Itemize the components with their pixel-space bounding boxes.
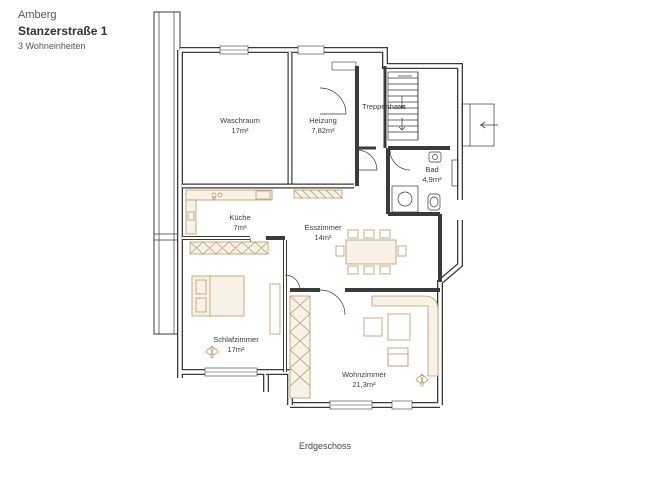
kitchen-counter: [185, 189, 343, 235]
room-area-esszimmer: 14m²: [314, 233, 332, 242]
room-name-kueche: Küche: [229, 213, 250, 222]
address-title: Stanzerstraße 1: [18, 24, 108, 38]
room-name-heizung: Heizung: [309, 116, 337, 125]
room-area-waschraum: 17m²: [231, 126, 249, 135]
entrance-canopy: [461, 103, 498, 147]
room-name-treppenhaus: Treppenhaus: [362, 102, 406, 111]
staircase: [387, 71, 419, 141]
bedroom-furniture: [189, 241, 311, 399]
room-area-schlafzimmer: 17m²: [227, 345, 245, 354]
room-area-bad: 4,9m²: [422, 175, 442, 184]
interior-walls: [182, 52, 450, 372]
left-terrace-wall: [153, 11, 181, 335]
room-area-kueche: 7m²: [234, 223, 247, 232]
dining-table: [335, 229, 407, 275]
header: Amberg Stanzerstraße 1 3 Wohneinheiten: [18, 8, 107, 53]
room-name-waschraum: Waschraum: [220, 116, 260, 125]
room-area-heizung: 7,82m²: [311, 126, 335, 135]
room-name-wohnzimmer: Wohnzimmer: [342, 370, 387, 379]
bath-fixtures: [391, 151, 459, 213]
living-room-furniture: [363, 295, 439, 387]
floor-label: Erdgeschoss: [298, 441, 352, 451]
room-name-bad: Bad: [425, 165, 438, 174]
location-label: Amberg: [18, 9, 57, 21]
units-label: 3 Wohneinheiten: [18, 41, 86, 51]
room-name-schlafzimmer: Schlafzimmer: [213, 335, 259, 344]
room-name-esszimmer: Esszimmer: [304, 223, 342, 232]
room-area-wohnzimmer: 21,3m²: [352, 380, 376, 389]
